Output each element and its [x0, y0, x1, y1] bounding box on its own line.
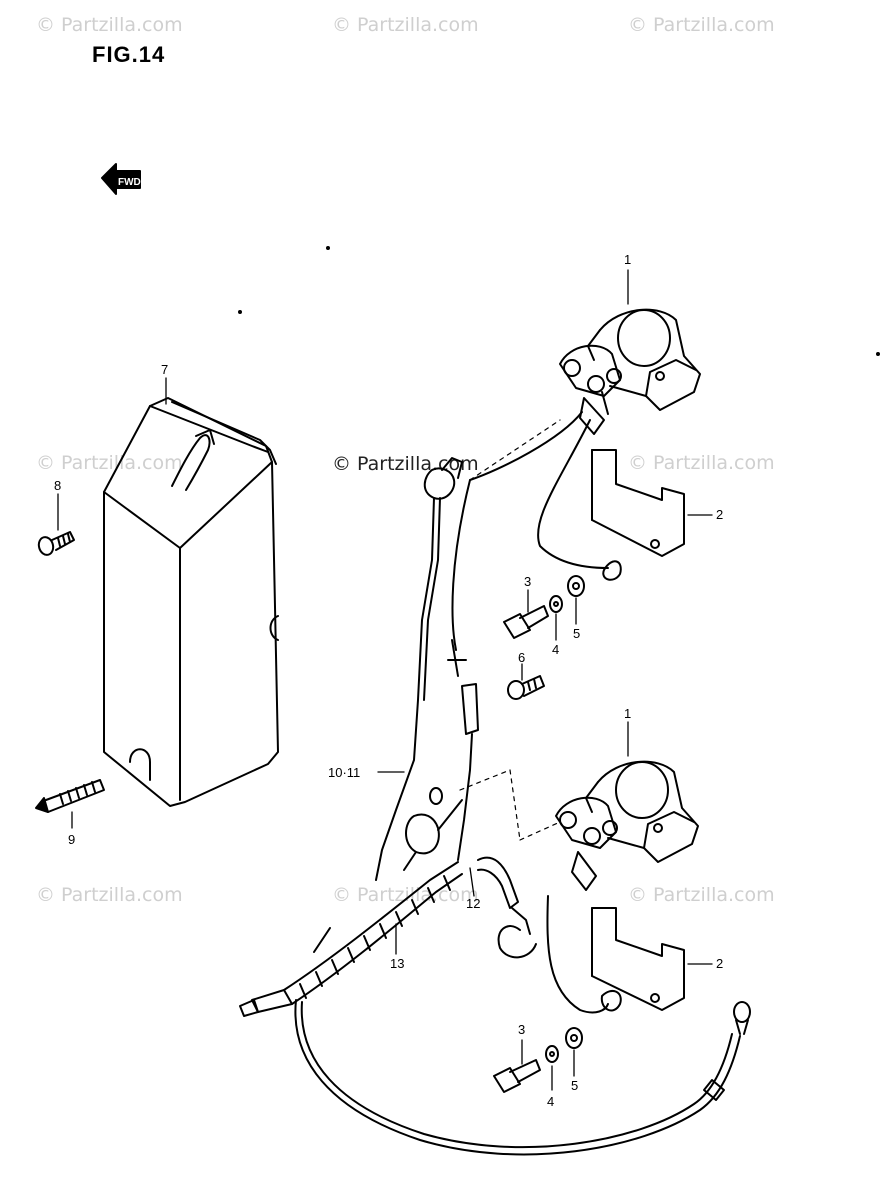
callout-part-8: 8: [54, 478, 62, 493]
cover-part-7: [103, 397, 279, 807]
bracket-part-2-bottom: [591, 907, 685, 1011]
callout-part-10-11: 10·11: [328, 765, 361, 780]
watermark: © Partzilla.com: [628, 452, 775, 474]
washer-part-4-bottom: [545, 1045, 559, 1063]
callout-part-5-top: 5: [573, 626, 581, 641]
washer-part-5-bottom: [565, 1027, 583, 1049]
screw-part-6: [507, 675, 545, 700]
watermark: © Partzilla.com: [628, 14, 775, 36]
callout-part-2-top: 2: [716, 507, 724, 522]
washer-part-5-top: [567, 575, 585, 597]
watermark: © Partzilla.com: [36, 884, 183, 906]
harness-sleeve-part-13: [239, 861, 463, 1017]
callout-part-12: 12: [466, 896, 481, 911]
callout-part-5-bottom: 5: [571, 1078, 579, 1093]
bolt-part-3-bottom: [493, 1059, 541, 1093]
bracket-part-2-top: [591, 449, 685, 557]
callout-part-1-top: 1: [624, 252, 632, 267]
relay-part-1-top: [559, 308, 701, 435]
watermark: © Partzilla.com: [628, 884, 775, 906]
callout-part-3-top: 3: [524, 574, 532, 589]
ground-cable: [294, 999, 751, 1156]
callout-part-4-top: 4: [552, 642, 560, 657]
callout-part-2-bottom: 2: [716, 956, 724, 971]
watermark: © Partzilla.com: [332, 14, 479, 36]
screw-part-9: [35, 779, 105, 813]
figure-title: FIG.14: [92, 42, 166, 67]
callout-part-3-bottom: 3: [518, 1022, 526, 1037]
washer-part-4-top: [549, 595, 563, 613]
wire-harness-part-10-11: [375, 411, 622, 1014]
front-arrow-icon: FWD: [101, 163, 141, 195]
callout-part-13: 13: [390, 956, 405, 971]
bolt-part-3-top: [503, 605, 549, 639]
front-marker-label: FWD: [118, 177, 141, 188]
callout-part-9: 9: [68, 832, 76, 847]
watermark: © Partzilla.com: [332, 884, 479, 906]
screw-part-8: [37, 531, 75, 556]
callout-part-4-bottom: 4: [547, 1094, 555, 1109]
callout-part-1-bottom: 1: [624, 706, 632, 721]
watermark: © Partzilla.com: [36, 14, 183, 36]
callout-part-7: 7: [161, 362, 169, 377]
callout-part-6: 6: [518, 650, 526, 665]
watermark: © Partzilla.com: [36, 452, 183, 474]
relay-part-1-bottom: [555, 760, 699, 891]
